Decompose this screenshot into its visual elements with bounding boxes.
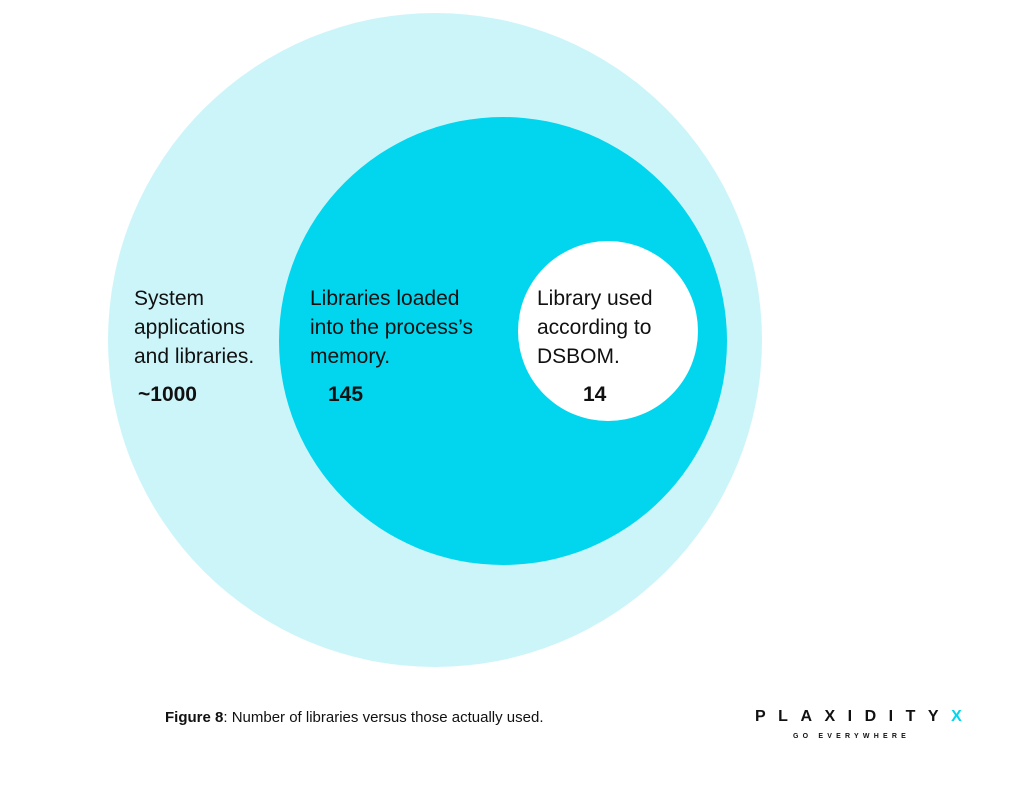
middle-circle-count: 145 xyxy=(328,383,364,406)
figure-caption-text: : Number of libraries versus those actua… xyxy=(223,709,544,726)
figure-caption: Figure 8: Number of libraries versus tho… xyxy=(165,709,544,726)
logo-wordmark: PLAXIDITYX xyxy=(755,708,970,726)
figure-caption-number: Figure 8 xyxy=(165,709,224,726)
logo-tagline: GO EVERYWHERE xyxy=(793,733,910,740)
middle-circle-label: Libraries loaded into the process’s memo… xyxy=(310,287,474,368)
inner-circle-count: 14 xyxy=(583,383,607,406)
company-logo: PLAXIDITYX GO EVERYWHERE xyxy=(755,708,970,740)
logo-word-main: PLAXIDITY xyxy=(755,708,952,725)
outer-circle-label: System applications and libraries. xyxy=(134,287,255,368)
inner-circle-label: Library used according to DSBOM. xyxy=(537,287,653,368)
outer-circle-count: ~1000 xyxy=(138,383,197,406)
logo-word-accent: X xyxy=(951,708,962,725)
inner-circle-used-libraries xyxy=(518,241,698,421)
